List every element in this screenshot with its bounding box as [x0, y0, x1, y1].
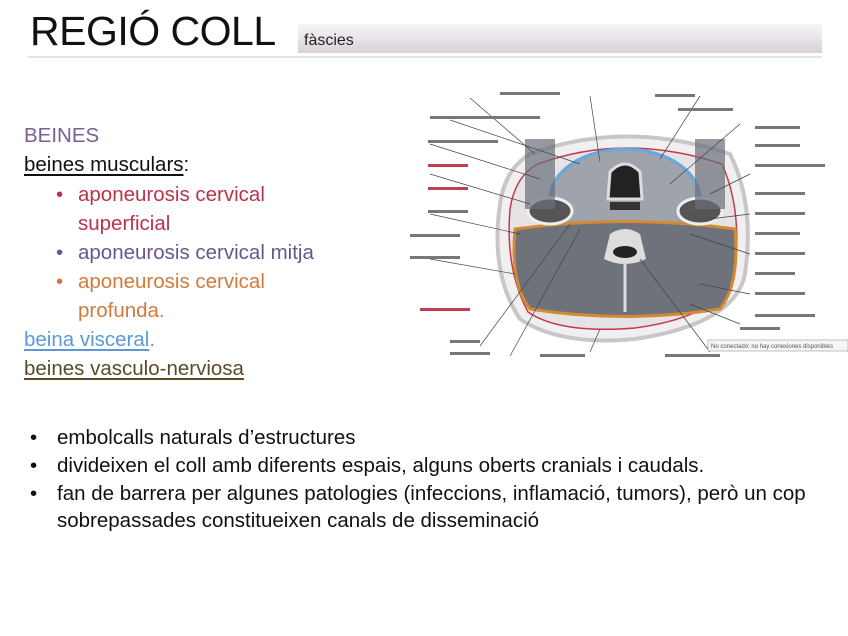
neck-outline [495, 134, 750, 343]
list-item-text: divideixen el coll amb diferents espais,… [57, 454, 705, 477]
muscular-heading: beines musculars: [24, 150, 189, 179]
title-divider [28, 56, 822, 58]
list-item: •embolcalls naturals d’estructures [30, 426, 356, 449]
list-item: •divideixen el coll amb diferents espais… [30, 454, 705, 477]
muscular-label: beines musculars [24, 153, 184, 176]
list-item-text: aponeurosis cervical profunda. [78, 270, 265, 322]
tooltip-text: No conectado: no hay conexiones disponib… [711, 344, 833, 350]
slide-title: REGIÓ COLL [30, 8, 276, 54]
period: . [149, 328, 156, 351]
diagram-label-glyphs [410, 92, 825, 357]
tooltip-box [707, 339, 848, 352]
visceral-heading: beina visceral. [24, 325, 155, 354]
bullet-list: •embolcalls naturals d’estructures •divi… [28, 424, 828, 535]
colon: : [183, 153, 190, 176]
list-item: •aponeurosis cervical mitja [56, 241, 314, 264]
list-item-text: fan de barrera per algunes patologies (i… [57, 482, 806, 532]
vascular-heading: beines vasculo-nerviosa [24, 357, 244, 380]
beines-heading: BEINES [24, 124, 100, 147]
list-item-text: aponeurosis cervical superficial [78, 183, 265, 235]
list-item: •fan de barrera per algunes patologies (… [30, 482, 806, 532]
slide-subtitle: fàscies [304, 32, 354, 49]
list-item-text: aponeurosis cervical mitja [78, 241, 314, 264]
label-leader-lines [429, 95, 751, 357]
list-item: •aponeurosis cervical profunda. [56, 270, 265, 322]
visceral-label: beina visceral [24, 328, 150, 351]
list-item: •aponeurosis cervical superficial [56, 183, 265, 235]
neck-cross-section-diagram: No conectado: no hay conexiones disponib… [410, 92, 848, 357]
list-item-text: embolcalls naturals d’estructures [57, 426, 356, 449]
title-bar: fàscies [298, 24, 822, 53]
